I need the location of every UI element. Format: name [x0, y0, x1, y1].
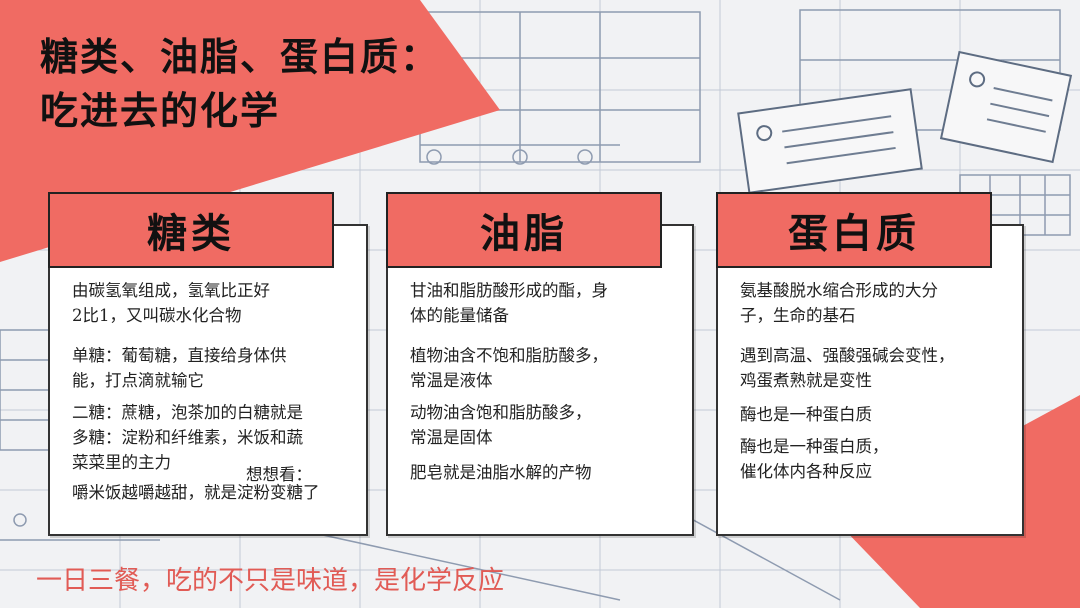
title-line-2: 吃进去的化学	[40, 89, 281, 133]
note-hole-icon	[967, 69, 987, 89]
card-item: 催化体内各种反应	[740, 462, 872, 481]
card-item: 常温是固体	[410, 428, 493, 447]
card-item: 想想看：	[246, 465, 312, 484]
card-item: 肥皂就是油脂水解的产物	[410, 463, 592, 482]
card-item: 由碳氢氧组成，氢氧比正好	[72, 281, 270, 300]
card-header-carbohydrates: 糖类	[48, 192, 334, 268]
card-item: 常温是液体	[410, 371, 493, 390]
footer-tagline: 一日三餐，吃的不只是味道，是化学反应	[36, 566, 505, 596]
card-item: 体的能量储备	[410, 306, 509, 325]
card-header-fats: 油脂	[386, 192, 662, 268]
card-item: 酶也是一种蛋白质	[740, 405, 872, 424]
card-header-proteins: 蛋白质	[716, 192, 992, 268]
card-proteins: 氨基酸脱水缩合形成的大分 子，生命的基石 遇到高温、强酸强碱会变性， 鸡蛋煮熟就…	[716, 224, 1024, 536]
card-item: 植物油含不饱和脂肪酸多，	[410, 346, 608, 365]
note-hole-icon	[755, 124, 774, 143]
card-item: 甘油和脂肪酸形成的酯，身	[410, 281, 608, 300]
card-item: 遇到高温、强酸强碱会变性，	[740, 346, 955, 365]
title-line-1: 糖类、油脂、蛋白质：	[40, 35, 441, 79]
card-item: 2比1，又叫碳水化合物	[72, 306, 242, 325]
card-item: 子，生命的基石	[740, 306, 856, 325]
card-item: 二糖：蔗糖，泡茶加的白糖就是	[72, 403, 303, 422]
card-fats: 甘油和脂肪酸形成的酯，身 体的能量储备 植物油含不饱和脂肪酸多， 常温是液体 动…	[386, 224, 694, 536]
page-title: 糖类、油脂、蛋白质： 吃进去的化学	[40, 30, 440, 138]
card-item: 多糖：淀粉和纤维素，米饭和蔬	[72, 428, 303, 447]
card-item: 菜菜里的主力	[72, 453, 171, 472]
card-item: 嚼米饭越嚼越甜，就是淀粉变糖了	[72, 483, 320, 502]
card-item: 单糖：葡萄糖，直接给身体供	[72, 346, 287, 365]
card-item: 酶也是一种蛋白质，	[740, 437, 889, 456]
card-item: 氨基酸脱水缩合形成的大分	[740, 281, 938, 300]
card-item: 动物油含饱和脂肪酸多，	[410, 403, 592, 422]
card-item: 能，打点滴就输它	[72, 371, 204, 390]
card-item: 鸡蛋煮熟就是变性	[740, 371, 872, 390]
card-carbohydrates: 由碳氢氧组成，氢氧比正好 2比1，又叫碳水化合物 单糖：葡萄糖，直接给身体供 能…	[48, 224, 368, 536]
